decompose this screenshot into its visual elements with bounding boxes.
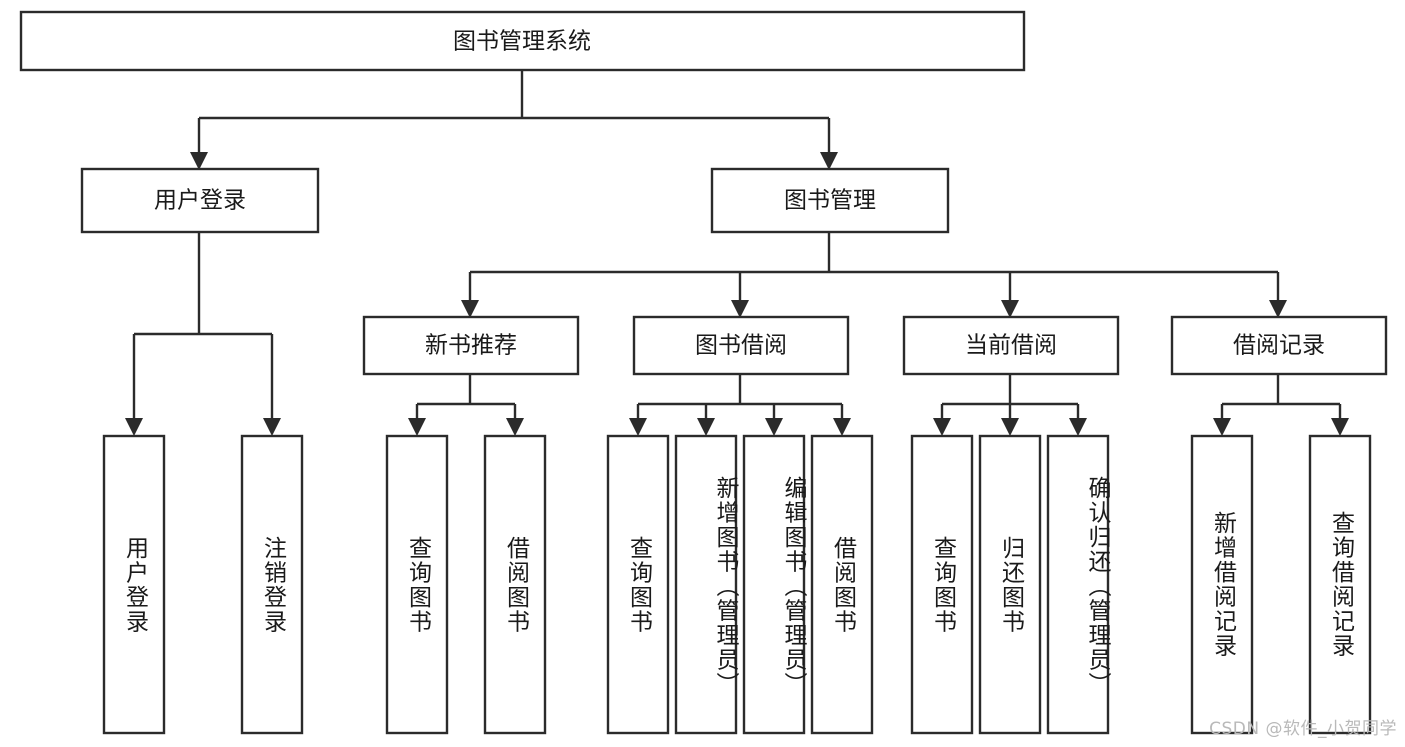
node-borrow-record-box[interactable] [1170,315,1388,376]
leaf-boxes-borrow-record [1190,434,1372,735]
leaf-boxes-book-borrow [606,434,874,735]
node-new-book-recommend-label: 新书推荐 [425,333,517,359]
connector-root-to-level2 [197,70,831,156]
leaf-boxes-current-borrow [910,434,1110,735]
node-new-book-recommend[interactable]: 新书推荐 [362,315,580,376]
connector-group-new-book-recommend [408,374,524,436]
connector-book-borrow-to-leaves [636,374,844,422]
arrow-to-new-book-recommend [461,300,479,318]
connector-group-root [190,70,838,170]
leaf-box-edit-book[interactable] [742,434,806,735]
arrow-to-leaf-query-record [1331,418,1349,436]
connector-book-manage-to-level3 [468,232,1280,304]
node-borrow-record[interactable]: 借阅记录 [1170,315,1388,376]
connector-group-borrow-record [1213,374,1349,436]
arrow-to-user-login [190,152,208,170]
leaf-box-query-book-c[interactable] [910,434,974,735]
leaf-box-borrow-book-b[interactable] [810,434,874,735]
arrow-to-leaf-query-book-a [408,418,426,436]
connector-group-user-login [125,232,281,436]
connector-group-book-borrow [629,374,851,436]
node-root[interactable]: 图书管理系统 [19,10,1026,72]
arrow-to-book-manage [820,152,838,170]
node-book-manage-box[interactable] [710,167,950,234]
leaf-box-user-login[interactable] [102,434,166,735]
arrow-to-current-borrow [1001,300,1019,318]
arrow-to-leaf-user-login [125,418,143,436]
node-user-login-box[interactable] [80,167,320,234]
connector-group-current-borrow [933,374,1087,436]
leaf-box-query-book-a[interactable] [385,434,449,735]
leaf-box-borrow-book-a[interactable] [483,434,547,735]
arrow-to-leaf-confirm-return [1069,418,1087,436]
arrow-to-leaf-add-record [1213,418,1231,436]
node-current-borrow-label: 当前借阅 [965,333,1057,359]
node-book-manage-label: 图书管理 [784,188,876,214]
node-root-label: 图书管理系统 [453,29,591,55]
leaf-box-logout[interactable] [240,434,304,735]
node-book-borrow[interactable]: 图书借阅 [632,315,850,376]
watermark-text: CSDN @软件_小贺同学 [1209,719,1397,739]
leaf-boxes-new-book-recommend [385,434,547,735]
arrow-to-leaf-edit-book [765,418,783,436]
leaf-box-return-book[interactable] [978,434,1042,735]
node-root-box[interactable] [19,10,1026,72]
connector-group-book-manage [461,232,1287,318]
arrow-to-leaf-add-book [697,418,715,436]
leaf-boxes-user-login [102,434,304,735]
node-book-borrow-label: 图书借阅 [695,333,787,359]
leaf-box-add-record[interactable] [1190,434,1254,735]
leaf-box-query-record[interactable] [1308,434,1372,735]
arrow-to-leaf-query-book-b [629,418,647,436]
node-book-borrow-box[interactable] [632,315,850,376]
connector-user-login-to-leaves [132,232,274,422]
node-user-login[interactable]: 用户登录 [80,167,320,234]
node-user-login-label: 用户登录 [154,188,246,214]
leaf-box-add-book[interactable] [674,434,738,735]
arrow-to-leaf-borrow-book-a [506,418,524,436]
arrow-to-leaf-return-book [1001,418,1019,436]
node-book-manage[interactable]: 图书管理 [710,167,950,234]
node-current-borrow-box[interactable] [902,315,1120,376]
arrow-to-leaf-logout [263,418,281,436]
arrow-to-book-borrow [731,300,749,318]
connector-borrow-record-to-leaves [1220,374,1342,422]
node-current-borrow[interactable]: 当前借阅 [902,315,1120,376]
node-borrow-record-label: 借阅记录 [1233,333,1325,359]
arrow-to-borrow-record [1269,300,1287,318]
arrow-to-leaf-query-book-c [933,418,951,436]
leaf-box-confirm-return[interactable] [1046,434,1110,735]
arrow-to-leaf-borrow-book-b [833,418,851,436]
leaf-box-query-book-b[interactable] [606,434,670,735]
node-new-book-recommend-box[interactable] [362,315,580,376]
connector-new-book-recommend-to-leaves [415,374,517,422]
connector-current-borrow-to-leaves [940,374,1080,422]
